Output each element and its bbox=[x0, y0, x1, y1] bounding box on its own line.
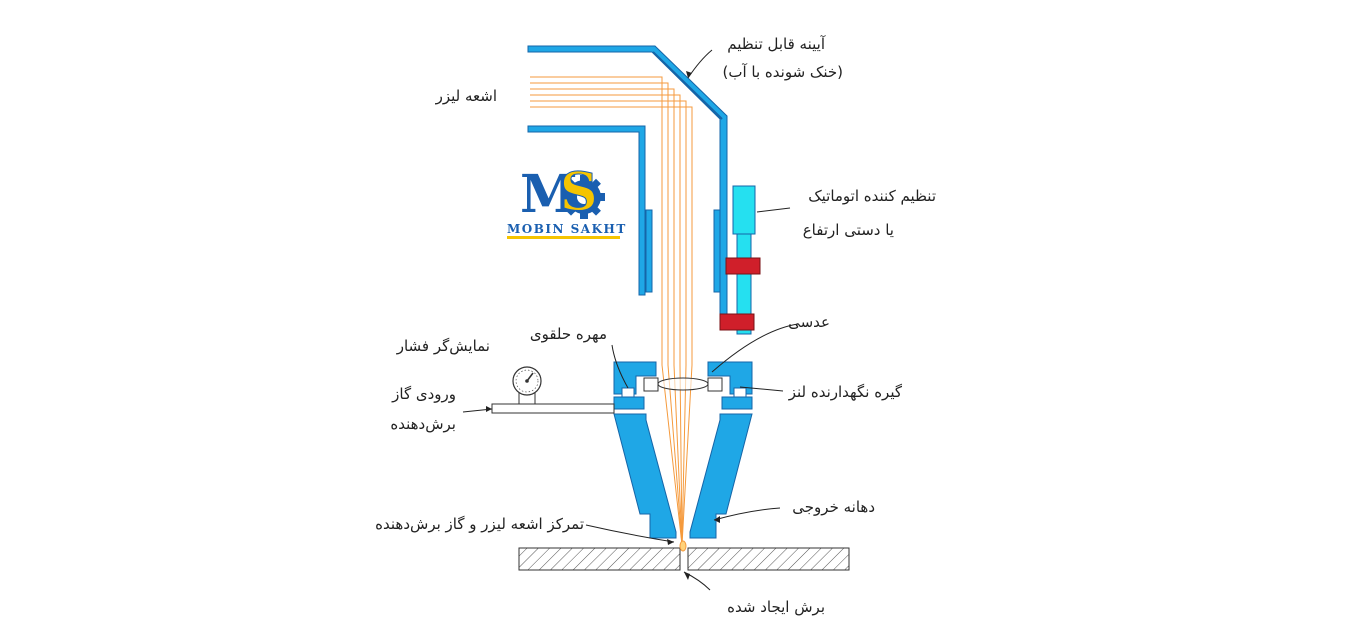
label-height-line2: یا دستی ارتفاع bbox=[802, 221, 894, 239]
logo-letter-m: M bbox=[520, 164, 578, 225]
label-focus: تمرکز اشعه لیزر و گاز برش‌دهنده bbox=[375, 515, 584, 533]
gas-inlet bbox=[491, 392, 615, 414]
label-ring-nut: مهره حلقوی bbox=[529, 325, 607, 343]
laser-beam-lines bbox=[530, 76, 693, 546]
label-kerf: برش ایجاد شده bbox=[727, 598, 825, 616]
label-nozzle: دهانه خروجی bbox=[792, 498, 875, 516]
pressure-gauge-icon bbox=[512, 366, 542, 396]
label-gas-line1: ورودی گاز bbox=[392, 385, 456, 403]
lens-housing bbox=[613, 361, 753, 410]
focus-spot bbox=[679, 540, 687, 552]
label-mirror-line2: (خنک شونده با آب) bbox=[722, 63, 844, 81]
workpiece bbox=[518, 547, 850, 571]
label-lens: عدسی bbox=[788, 313, 830, 331]
lens bbox=[657, 377, 709, 391]
logo-wordmark: MOBIN SAKHT bbox=[507, 222, 627, 236]
label-pressure-gauge: نمایش‌گر فشار bbox=[396, 337, 490, 355]
mobin-sakht-logo: M S bbox=[507, 162, 620, 239]
mirror bbox=[652, 51, 723, 120]
label-mirror-line1: آیینه قابل تنظیم bbox=[727, 35, 825, 53]
label-laser-beam: اشعه لیزر bbox=[435, 87, 497, 105]
logo-letter-s: S bbox=[560, 162, 598, 223]
nozzle-cone bbox=[613, 413, 753, 539]
label-gas-line2: برش‌دهنده bbox=[390, 415, 456, 433]
lens-holder-left bbox=[643, 377, 659, 392]
label-lens-holder: گیره نگهدارنده لنز bbox=[788, 383, 902, 401]
lens-holder-right bbox=[707, 377, 723, 392]
leader-arrowheads bbox=[486, 71, 720, 580]
label-height-line1: تنظیم کننده اتوماتیک bbox=[808, 187, 936, 205]
height-adjuster bbox=[719, 185, 761, 335]
